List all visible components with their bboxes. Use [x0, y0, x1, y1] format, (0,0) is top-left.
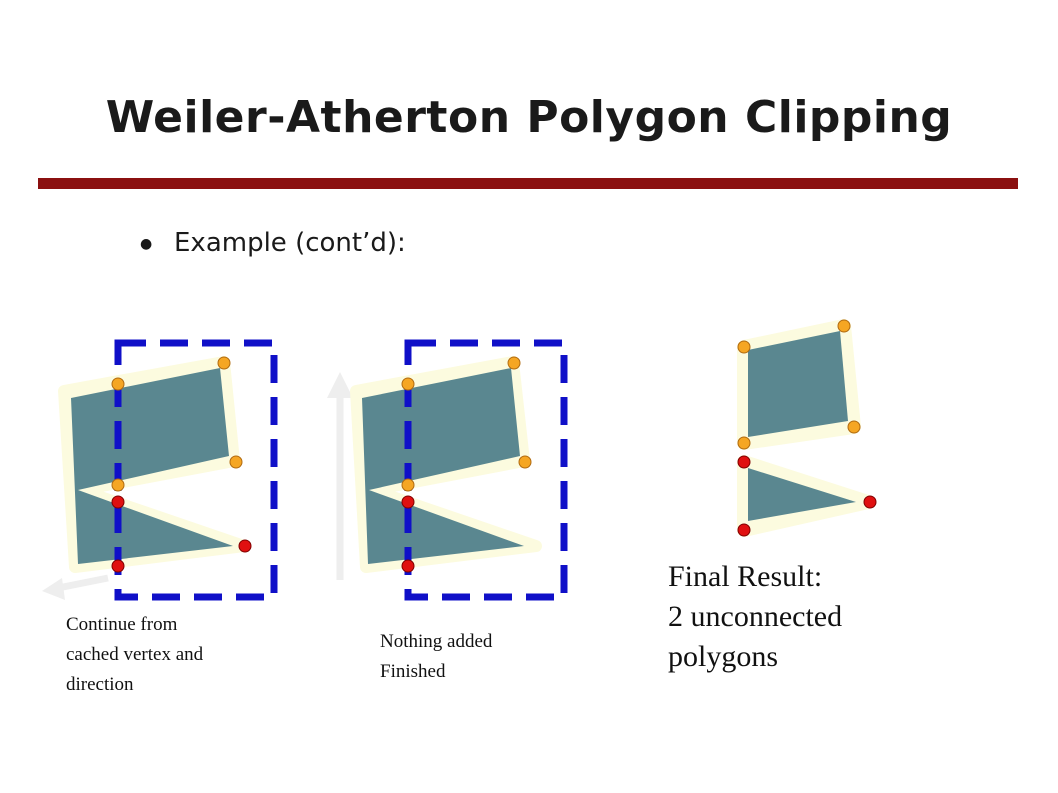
vertex-orange: [111, 478, 125, 492]
panel-1: [42, 339, 278, 601]
vertex-orange: [507, 356, 521, 370]
caption-panel-2: Nothing added Finished: [380, 627, 492, 687]
vertex-orange: [217, 356, 231, 370]
caption-line: Nothing added: [380, 631, 493, 652]
panel-2: [327, 339, 568, 601]
vertex-red: [737, 523, 751, 537]
caption-panel-3: Final Result: 2 unconnected polygons: [668, 557, 842, 677]
caption-panel-1: Continue from cached vertex and directio…: [66, 610, 203, 700]
bullet-item: ● Example (cont’d):: [140, 228, 406, 258]
vertex-red: [863, 495, 877, 509]
vertex-orange: [401, 377, 415, 391]
clip-window: [114, 339, 278, 601]
result-polygon-lower: [748, 468, 856, 521]
subject-polygon: [71, 368, 233, 564]
bullet-text: Example (cont’d):: [174, 228, 406, 258]
vertex-orange: [737, 340, 751, 354]
caption-line: Continue from: [66, 614, 178, 635]
panel-3: [737, 319, 877, 537]
title-rule: [38, 178, 1018, 189]
vertex-orange: [518, 455, 532, 469]
bullet-dot-icon: ●: [140, 235, 153, 252]
direction-arrowhead-up: [327, 372, 353, 398]
vertex-red: [111, 495, 125, 509]
vertex-orange: [111, 377, 125, 391]
vertex-orange: [737, 436, 751, 450]
caption-line: direction: [66, 674, 134, 695]
vertex-orange: [401, 478, 415, 492]
subject-polygon: [362, 368, 524, 564]
caption-line: Finished: [380, 661, 446, 682]
vertex-red: [238, 539, 252, 553]
vertex-red: [737, 455, 751, 469]
caption-line: cached vertex and: [66, 644, 204, 665]
vertex-red: [401, 559, 415, 573]
direction-arrow-left: [57, 574, 109, 592]
vertex-red: [111, 559, 125, 573]
vertex-orange: [847, 420, 861, 434]
caption-line: polygons: [668, 640, 779, 673]
direction-arrowhead-left: [42, 578, 65, 600]
clip-window: [404, 339, 568, 601]
slide-title: Weiler-Atherton Polygon Clipping: [105, 92, 953, 143]
caption-line: Final Result:: [668, 560, 823, 593]
result-polygon-upper: [748, 331, 848, 437]
caption-line: 2 unconnected: [668, 600, 843, 633]
vertex-orange: [229, 455, 243, 469]
vertex-orange: [837, 319, 851, 333]
vertex-red: [401, 495, 415, 509]
